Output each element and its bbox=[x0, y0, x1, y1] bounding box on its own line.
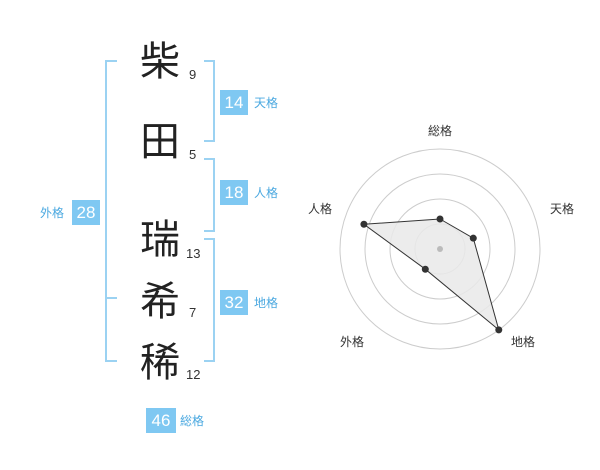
stroke-count-3: 13 bbox=[186, 246, 201, 261]
radar-ring-4 bbox=[339, 148, 541, 350]
radar-point-1 bbox=[469, 234, 477, 242]
gaikaku-bracket bbox=[105, 60, 117, 362]
name-char-5: 稀 bbox=[140, 340, 180, 386]
radar-point-2 bbox=[495, 326, 503, 334]
stroke-count-1: 9 bbox=[189, 67, 197, 82]
chikaku-bracket bbox=[204, 238, 215, 362]
name-char-3: 瑞 bbox=[140, 217, 180, 263]
gaikaku-value: 28 bbox=[72, 200, 100, 225]
chikaku-value: 32 bbox=[220, 290, 248, 315]
gaikaku-label: 外格 bbox=[40, 206, 65, 220]
name-char-1: 柴 bbox=[140, 39, 180, 85]
jinkaku-label: 人格 bbox=[254, 186, 279, 200]
radar-axis-label-jinkaku: 人格 bbox=[308, 202, 333, 216]
radar-axis-label-soukaku: 総格 bbox=[428, 124, 453, 138]
gaikaku-bracket-tick bbox=[105, 297, 117, 299]
tenkaku-value: 14 bbox=[220, 90, 248, 115]
soukaku-value: 46 bbox=[146, 408, 176, 433]
radar-area bbox=[362, 218, 500, 332]
radar-ring-2 bbox=[389, 198, 491, 300]
jinkaku-value: 18 bbox=[220, 180, 248, 205]
stroke-count-5: 12 bbox=[186, 367, 201, 382]
radar-axis-label-gaikaku: 外格 bbox=[340, 335, 365, 349]
soukaku-label: 総格 bbox=[180, 414, 205, 428]
radar-center-dot bbox=[437, 246, 443, 252]
tenkaku-label: 天格 bbox=[254, 96, 279, 110]
stroke-count-4: 7 bbox=[189, 305, 197, 320]
name-char-4: 希 bbox=[140, 279, 180, 325]
radar-point-0 bbox=[436, 215, 444, 223]
name-char-2: 田 bbox=[140, 119, 180, 165]
jinkaku-bracket bbox=[204, 158, 215, 232]
radar-axis-label-tenkaku: 天格 bbox=[550, 202, 575, 216]
chikaku-label: 地格 bbox=[254, 296, 279, 310]
radar-ring-3 bbox=[364, 173, 516, 325]
radar-points bbox=[360, 215, 503, 334]
radar-axis-label-chikaku: 地格 bbox=[511, 335, 536, 349]
radar-point-4 bbox=[360, 220, 368, 228]
radar-point-3 bbox=[421, 265, 429, 273]
tenkaku-bracket bbox=[204, 60, 215, 142]
stroke-count-2: 5 bbox=[189, 147, 197, 162]
